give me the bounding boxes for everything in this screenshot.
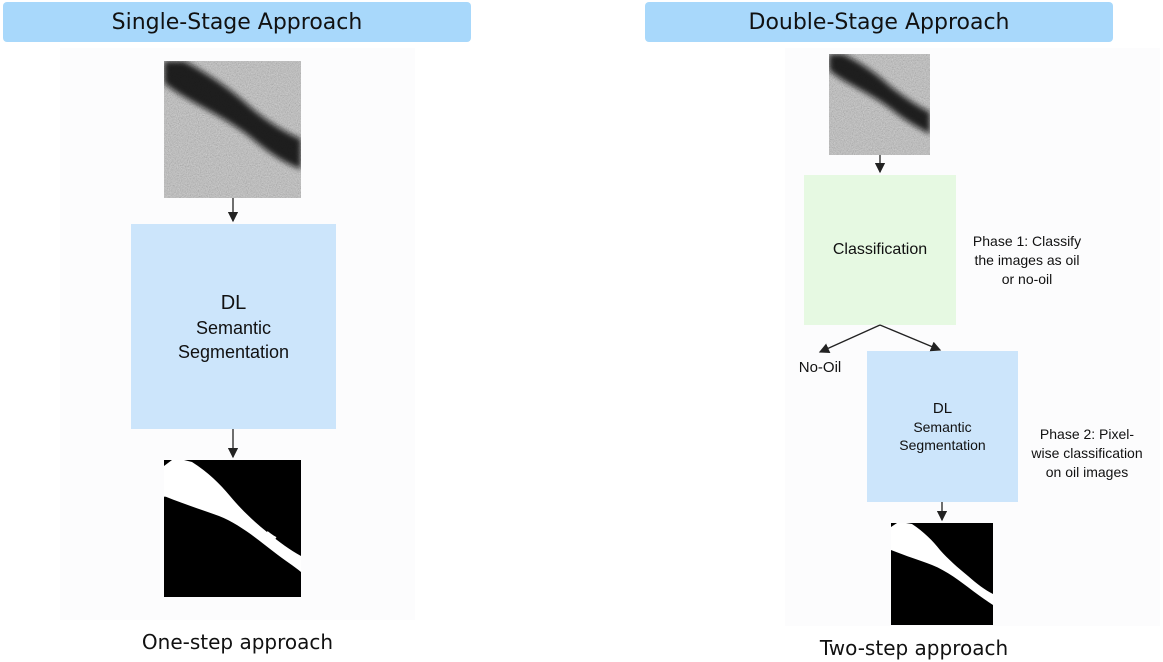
double-stage-header: Double-Stage Approach — [645, 2, 1113, 42]
phase1-line1: Phase 1: Classify — [972, 233, 1082, 249]
single-stage-output-mask-image — [164, 460, 301, 597]
single-dl-label: DL — [220, 291, 247, 314]
phase2-line1: Phase 2: Pixel- — [1039, 426, 1135, 442]
single-stage-caption: One-step approach — [141, 630, 334, 654]
double-arrow-to-dl — [879, 324, 942, 352]
single-stage-dl-segmentation-box: DL Semantic Segmentation — [131, 224, 336, 429]
double-stage-output-mask-image — [891, 523, 993, 625]
phase1-line2: the images as oil — [974, 252, 1080, 268]
double-arrow-to-no-oil — [818, 324, 881, 354]
single-stage-title: Single-Stage Approach — [111, 9, 363, 35]
double-seg-line1: Semantic — [913, 419, 972, 435]
double-stage-caption: Two-step approach — [819, 636, 1009, 660]
phase2-line3: on oil images — [1045, 464, 1129, 480]
phase1-note: Phase 1: Classify the images as oil or n… — [956, 232, 1098, 289]
single-stage-header: Single-Stage Approach — [3, 2, 471, 42]
double-stage-title: Double-Stage Approach — [748, 9, 1010, 35]
phase2-note: Phase 2: Pixel- wise classification on o… — [1021, 425, 1153, 482]
classification-box: Classification — [804, 175, 956, 325]
double-stage-input-sar-image — [829, 54, 930, 155]
double-seg-line2: Segmentation — [899, 437, 986, 453]
double-stage-dl-segmentation-box: DL Semantic Segmentation — [867, 351, 1018, 502]
single-seg-line2: Segmentation — [177, 341, 290, 362]
phase1-line3: or no-oil — [1001, 271, 1053, 287]
phase2-line2: wise classification — [1031, 445, 1143, 461]
no-oil-label: No-Oil — [798, 359, 842, 376]
single-stage-input-sar-image — [164, 61, 301, 198]
classification-label: Classification — [832, 241, 928, 258]
double-dl-label: DL — [932, 400, 953, 417]
single-seg-line1: Semantic — [195, 317, 272, 338]
